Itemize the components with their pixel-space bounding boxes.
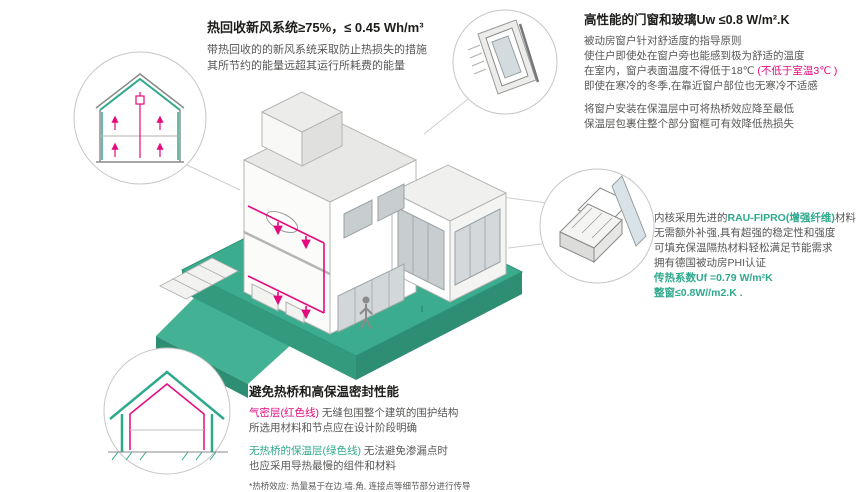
frame-profile-line1: 内核采用先进的RAU-FIPRO(增强纤维)材料 bbox=[654, 211, 862, 226]
frame-profile-uf-value: 传热系数Uf =0.79 W/m²K bbox=[654, 272, 773, 284]
airtight-label: 气密层(红色线) bbox=[249, 407, 319, 419]
windows-line3: 在室内，窗户表面温度不得低于18℃ (不低于室温3℃ ) bbox=[584, 64, 858, 79]
thermal-bridge-section: 避免热桥和高保温密封性能 气密层(红色线) 无缝包围整个建筑的围护结构 所选用材… bbox=[249, 384, 559, 492]
window-corner-detail-icon bbox=[452, 9, 558, 115]
windows-section: 高性能的门窗和玻璃Uw ≤0.8 W/m².K 被动房窗户针对舒适度的指导原则 … bbox=[584, 12, 858, 132]
frame-profile-uw-value: 整窗≤0.8W//m2.K . bbox=[654, 287, 743, 299]
heat-recovery-title: 热回收新风系统≥75%，≤ 0.45 Wh/m³ bbox=[207, 20, 424, 35]
insulated-house-outline-icon bbox=[103, 347, 231, 475]
airtight-line2: 所选用材料和节点应在设计阶段明确 bbox=[249, 422, 417, 434]
frame-profile-line1-highlight: RAU-FIPRO(增强纤维) bbox=[727, 212, 835, 224]
isometric-cutaway-house-illustration bbox=[156, 91, 524, 398]
windows-line4: 即使在寒冷的冬季,在靠近窗户部位也无寒冷不适感 bbox=[584, 80, 818, 92]
frame-profile-section: 内核采用先进的RAU-FIPRO(增强纤维)材料 无需额外补强,具有超强的稳定性… bbox=[654, 211, 862, 301]
frame-profile-line2: 无需额外补强,具有超强的稳定性和强度 bbox=[654, 227, 836, 239]
airtight-rest: 无缝包围整个建筑的围护结构 bbox=[319, 407, 459, 419]
thermal-bridge-footnote: *热桥效应: 热量易于在边.墙.角, 连接点等细节部分进行传导 bbox=[249, 481, 471, 491]
airtight-line1: 气密层(红色线) 无缝包围整个建筑的围护结构 bbox=[249, 406, 559, 421]
insulation-line1: 无热桥的保温层(绿色线) 无法避免渗漏点时 bbox=[249, 444, 559, 459]
frame-profile-line1-suffix: 材料 bbox=[834, 212, 856, 224]
insulation-label: 无热桥的保温层(绿色线) bbox=[249, 445, 361, 457]
house-section-ventilation-icon bbox=[73, 51, 207, 185]
insulation-line2: 也应采用导热最慢的组件和材料 bbox=[249, 460, 396, 472]
windows-line1: 被动房窗户针对舒适度的指导原则 bbox=[584, 35, 742, 47]
heat-recovery-line2: 其所节约的能量远超其运行所耗费的能量 bbox=[207, 60, 405, 72]
frame-profile-line4: 拥有德国被动房PHI认证 bbox=[654, 257, 767, 269]
insulation-rest: 无法避免渗漏点时 bbox=[361, 445, 448, 457]
windows-line3-normal: 在室内，窗户表面温度不得低于18℃ bbox=[584, 65, 758, 77]
windows-title: 高性能的门窗和玻璃Uw ≤0.8 W/m².K bbox=[584, 13, 790, 27]
frame-profile-line1-prefix: 内核采用先进的 bbox=[654, 212, 728, 224]
window-frame-profile-icon bbox=[539, 168, 655, 284]
windows-line5: 将窗户安装在保温层中可将热桥效应降至最低 bbox=[584, 103, 794, 115]
person-figure bbox=[359, 296, 373, 330]
thermal-bridge-title: 避免热桥和高保温密封性能 bbox=[249, 385, 400, 399]
windows-line3-highlight: (不低于室温3℃ ) bbox=[757, 65, 838, 77]
windows-line2: 使住户即使处在窗户旁也能感到极为舒适的温度 bbox=[584, 50, 805, 62]
heat-recovery-line1: 带热回收的的新风系统采取防止热损失的措施 bbox=[207, 44, 427, 56]
heat-recovery-section: 热回收新风系统≥75%，≤ 0.45 Wh/m³ 带热回收的的新风系统采取防止热… bbox=[207, 20, 475, 74]
frame-profile-line3: 可填充保温隔热材料轻松满足节能需求 bbox=[654, 242, 833, 254]
windows-line6: 保温层包裹住整个部分窗框可有效降低热损失 bbox=[584, 118, 794, 130]
